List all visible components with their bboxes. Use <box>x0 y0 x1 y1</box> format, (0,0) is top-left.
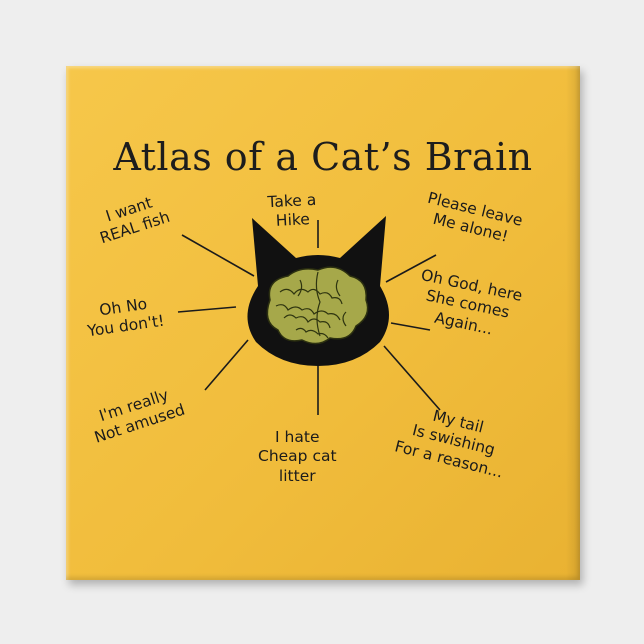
label-take-a-hike: Take a Hike <box>267 190 317 231</box>
line-oh-no <box>177 306 237 313</box>
brain-icon <box>266 266 369 345</box>
label-cat-litter: I hate Cheap cat litter <box>258 428 337 485</box>
pointer-lines <box>177 220 441 415</box>
tile-edge-shadow <box>566 66 580 580</box>
page-title: Atlas of a Cat’s Brain <box>113 135 533 179</box>
line-leave-alone <box>385 254 437 283</box>
line-tail-swishing <box>383 345 441 411</box>
line-not-amused <box>204 339 249 391</box>
line-oh-god <box>390 322 431 331</box>
line-real-fish <box>181 234 255 277</box>
